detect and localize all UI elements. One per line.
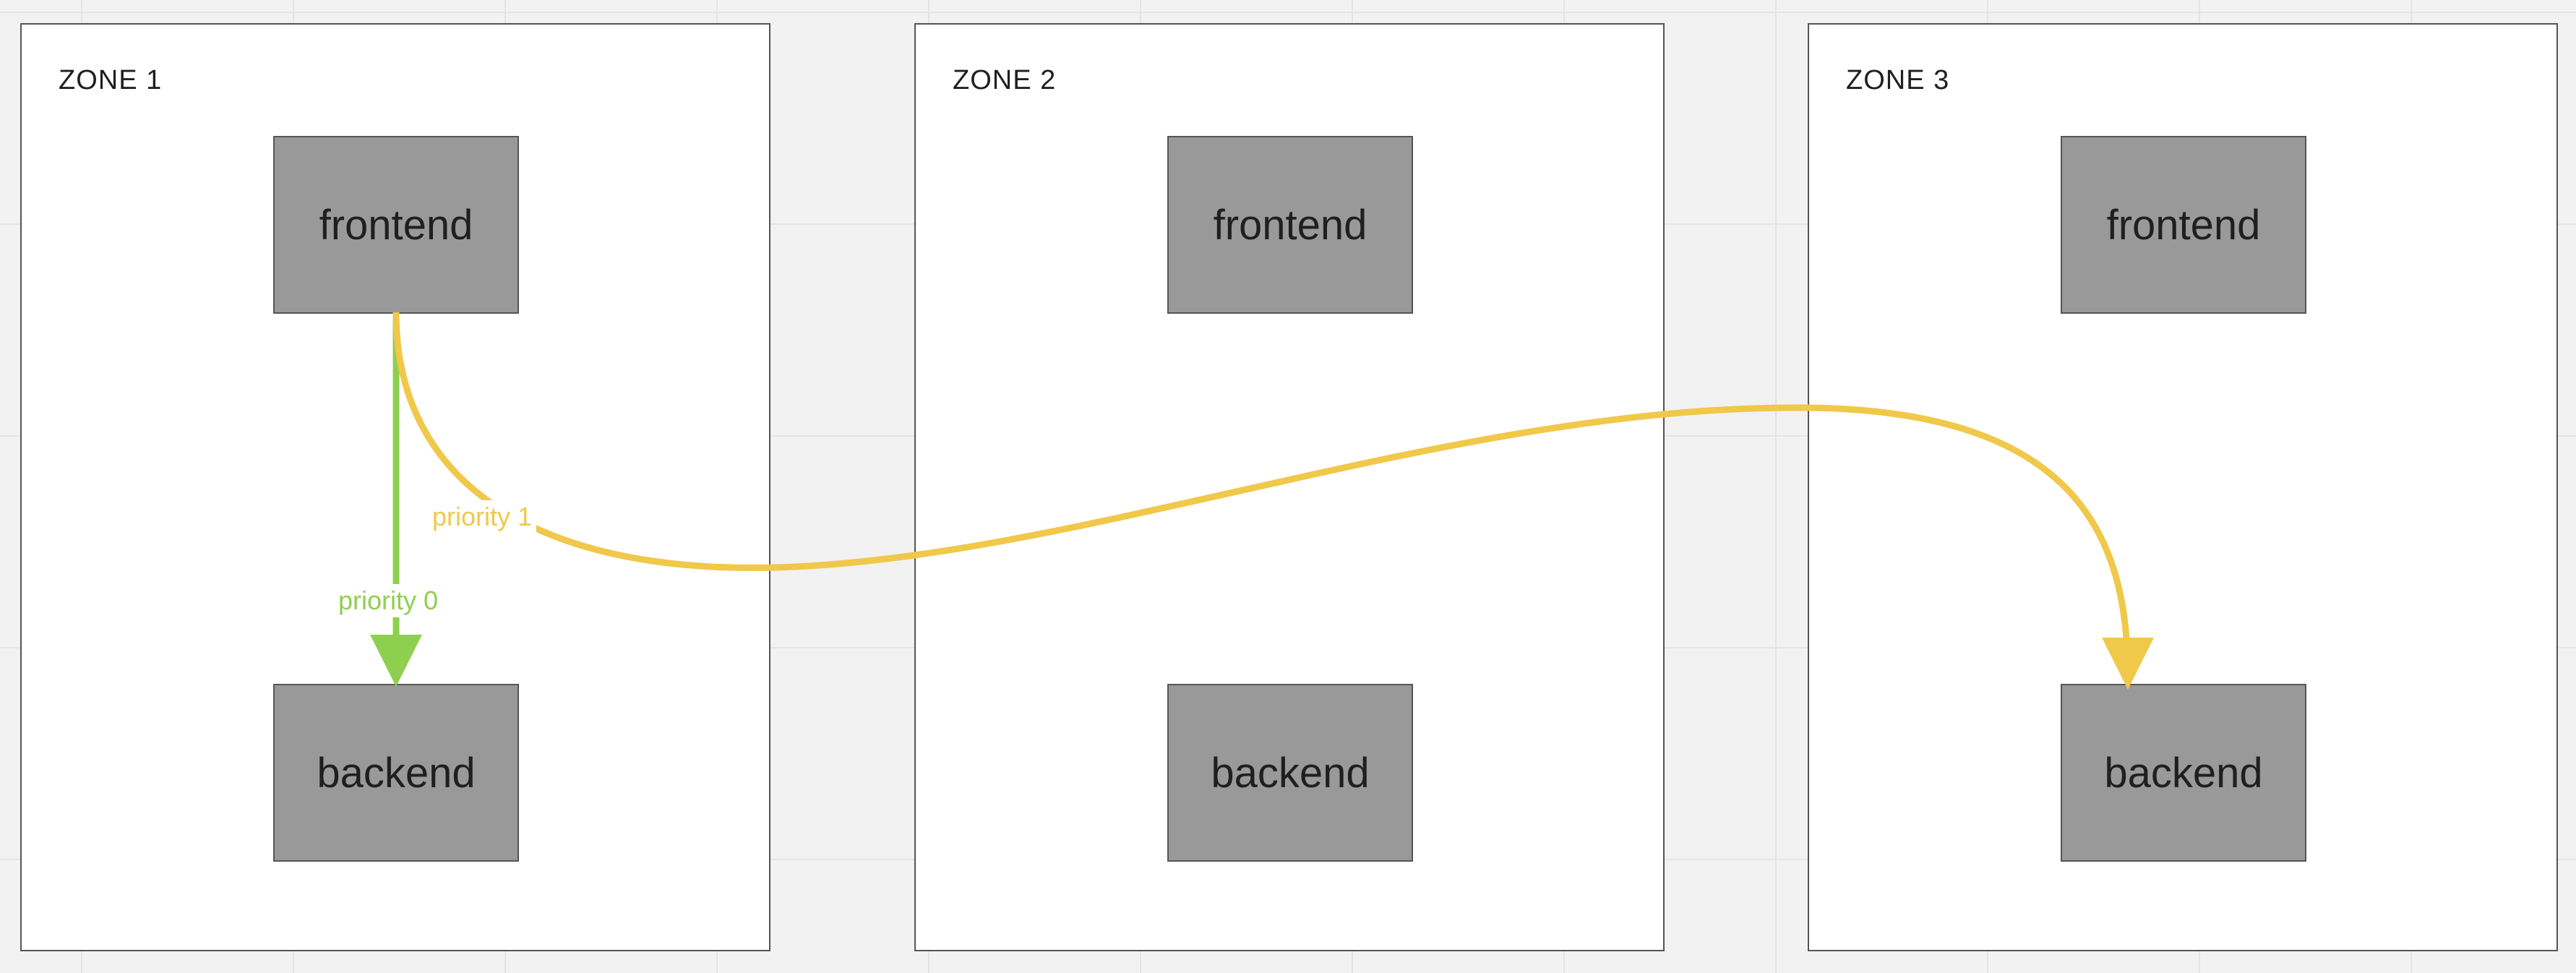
zone-2-container[interactable]: ZONE 2 frontend backend	[914, 23, 1665, 951]
zone-3-backend-node[interactable]: backend	[2061, 684, 2306, 862]
zone-1-label: ZONE 1	[59, 65, 163, 95]
zone-2-label: ZONE 2	[953, 65, 1057, 95]
zone-3-container[interactable]: ZONE 3 frontend backend	[1808, 23, 2558, 951]
zone-1-container[interactable]: ZONE 1 frontend backend	[20, 23, 770, 951]
priority-1-label: priority 1	[428, 500, 537, 533]
zone-1-frontend-node[interactable]: frontend	[273, 136, 519, 314]
zone-2-backend-node[interactable]: backend	[1167, 684, 1413, 862]
zone-3-frontend-node[interactable]: frontend	[2061, 136, 2306, 314]
priority-0-label: priority 0	[334, 584, 443, 617]
zone-3-label: ZONE 3	[1846, 65, 1950, 95]
zone-2-frontend-node[interactable]: frontend	[1167, 136, 1413, 314]
zone-1-backend-node[interactable]: backend	[273, 684, 519, 862]
